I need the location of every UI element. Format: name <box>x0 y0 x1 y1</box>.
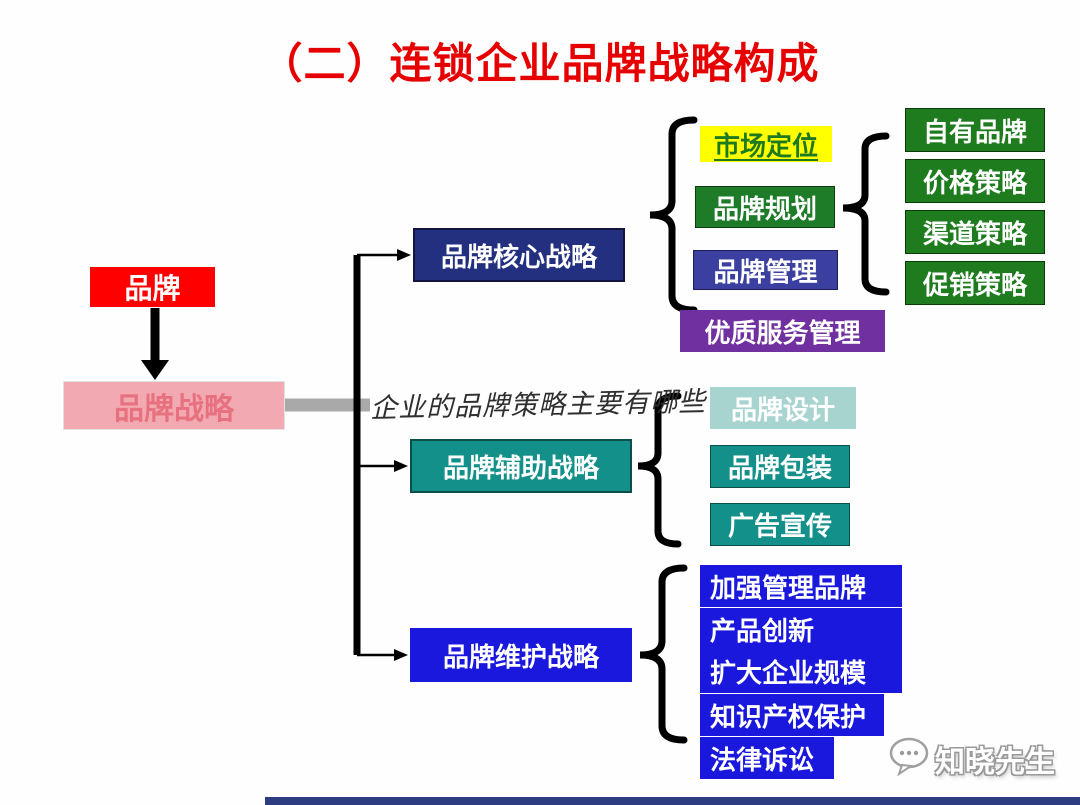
node-promotion-strategy: 促销策略 <box>905 261 1045 305</box>
arrow-to-aux-head <box>394 460 408 472</box>
page-title: （二）连锁企业品牌战略构成 <box>260 40 820 87</box>
brace-planning-children <box>842 132 890 296</box>
watermark: 知晓先生 <box>888 736 1055 781</box>
node-brand-design: 品牌设计 <box>710 387 856 429</box>
node-market-positioning: 市场定位 <box>700 126 832 162</box>
handwritten-annotation: 企业的品牌策略主要有哪些 <box>369 386 707 425</box>
node-legal-litigation: 法律诉讼 <box>700 737 834 779</box>
node-strengthen-brand-management: 加强管理品牌 <box>700 565 902 607</box>
node-brand-management: 品牌管理 <box>693 250 838 290</box>
brace-core-children <box>649 116 698 314</box>
node-core-strategy: 品牌核心战略 <box>413 228 625 282</box>
node-price-strategy: 价格策略 <box>905 159 1045 203</box>
arrow-to-core-head <box>397 249 411 261</box>
node-brand: 品牌 <box>90 267 215 307</box>
node-private-brand: 自有品牌 <box>905 108 1045 152</box>
node-channel-strategy: 渠道策略 <box>905 210 1045 254</box>
node-brand-packaging: 品牌包装 <box>710 445 850 488</box>
node-brand-planning: 品牌规划 <box>695 186 835 228</box>
brace-maintain-children <box>639 564 688 744</box>
node-product-innovation: 产品创新 <box>700 608 902 650</box>
chat-bubble-icon <box>888 736 932 781</box>
bottom-accent-bar <box>265 797 1080 805</box>
node-advertising: 广告宣传 <box>710 503 850 546</box>
node-ip-protection: 知识产权保护 <box>700 694 884 736</box>
node-aux-strategy: 品牌辅助战略 <box>410 439 632 493</box>
node-expand-enterprise-scale: 扩大企业规模 <box>700 650 902 693</box>
arrow-to-maintain-head <box>394 649 408 661</box>
brand-arrow-head <box>141 360 169 380</box>
node-brand-strategy: 品牌战略 <box>63 381 285 430</box>
node-maintain-strategy: 品牌维护战略 <box>410 628 632 682</box>
watermark-text: 知晓先生 <box>935 745 1055 779</box>
node-quality-service: 优质服务管理 <box>680 310 885 352</box>
